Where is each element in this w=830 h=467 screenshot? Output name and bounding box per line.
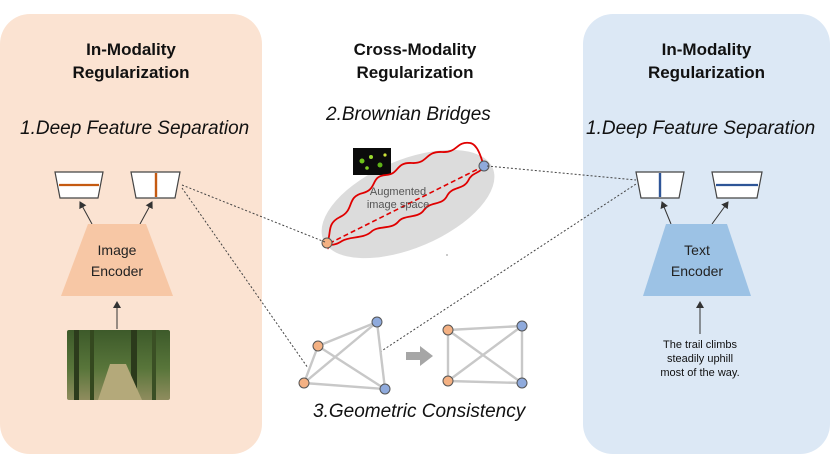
right-heading: In-Modality Regularization [583,38,830,84]
right-subtitle: 1.Deep Feature Separation [586,118,816,139]
arrow-to-feature-box-2 [139,201,153,225]
augmented-space-label-line1: Augmented [369,186,427,198]
connector-image-feature-to-graph [181,187,309,369]
forest-image [67,330,170,400]
connector-image-feature-to-bridge [181,184,326,243]
text-caption-line3: most of the way. [660,367,740,379]
bridge-dashed-line [323,165,485,250]
geometric-graph-before [302,320,387,391]
image-encoder-shape [61,224,173,296]
image-encoder-label-line1: Image [97,242,137,258]
text-encoder-label-line1: Text [684,242,710,258]
graph2-node-blue-top [516,320,528,332]
connector-graph-to-text-feature [379,183,637,353]
graph1-node-orange-bottom [298,377,310,389]
arrow-to-text-feature-box-2 [711,201,729,225]
graph2-node-orange-bottom [442,375,454,387]
graph1-node-blue-bottom [379,383,391,395]
right-heading-line1: In-Modality [661,40,752,59]
small-thumbnail [353,148,391,175]
left-heading-line2: Regularization [72,63,190,82]
left-subtitle: 1.Deep Feature Separation [20,118,250,139]
text-encoder-shape [643,224,751,296]
center-heading-line1: Cross-Modality [353,40,477,59]
left-heading-line1: In-Modality [86,40,176,59]
text-encoder-label-line2: Encoder [670,263,724,279]
right-heading-line2: Regularization [647,63,766,82]
augmented-space-label: Augmented image space [348,186,448,212]
graph2-node-orange-top [442,324,454,336]
graph1-node-orange-top [312,340,324,352]
text-caption-line2: steadily uphill [666,353,734,365]
image-encoder-label-line2: Encoder [90,263,144,279]
transition-arrow [406,346,433,366]
geometry-subtitle: 3.Geometric Consistency [313,401,526,422]
bridge-subtitle: 2.Brownian Bridges [326,104,491,125]
arrow-to-text-feature-box-1 [660,201,672,225]
text-encoder-label: Text Encoder [647,240,747,282]
geometric-graph-after [446,324,524,385]
left-heading: In-Modality Regularization [0,38,262,84]
center-heading: Cross-Modality Regularization [300,38,530,84]
stray-dot [446,254,448,256]
graph1-node-blue-top [371,316,383,328]
text-caption: The trail climbs steadily uphill most of… [630,338,770,380]
augmented-space-label-line2: image space [366,199,430,211]
graph2-node-blue-bottom [516,377,528,389]
connector-bridge-to-text-feature [486,165,637,181]
image-encoder-label: Image Encoder [67,240,167,282]
text-caption-line1: The trail climbs [663,339,737,351]
bridge-start-node [321,237,333,249]
arrow-to-feature-box-1 [79,201,93,225]
center-heading-line2: Regularization [356,63,474,82]
